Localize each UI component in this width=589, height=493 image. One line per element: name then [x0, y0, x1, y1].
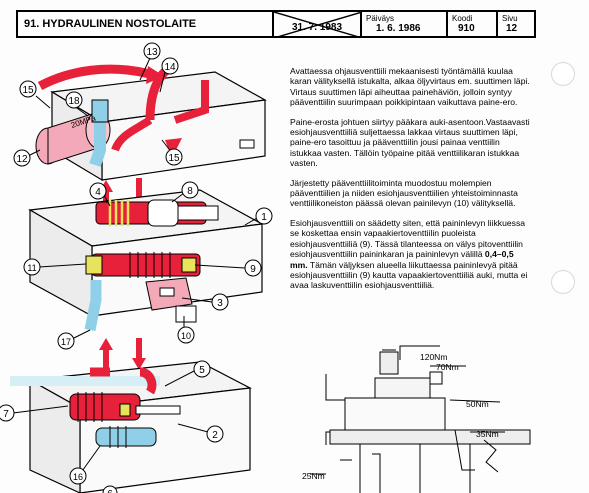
torque-labels: 120Nm 70Nm 50Nm 35Nm 25Nm	[302, 352, 499, 481]
date-value: 1. 6. 1986	[376, 22, 421, 34]
top-block	[35, 61, 267, 182]
code-cell: Koodi 910	[448, 12, 498, 36]
callout-6: 6	[102, 485, 118, 493]
torque-70: 70Nm	[436, 362, 459, 372]
torque-50: 50Nm	[466, 399, 489, 409]
svg-text:17: 17	[61, 337, 71, 347]
paragraph: Järjestetty pääventtiilitoiminta muodost…	[290, 177, 518, 209]
callout-7: 7	[0, 404, 15, 422]
torque-120: 120Nm	[420, 352, 447, 362]
svg-text:15: 15	[22, 85, 34, 96]
svg-text:3: 3	[217, 298, 223, 309]
callout-18: 18	[65, 91, 83, 109]
middle-block	[28, 189, 264, 332]
callout-13: 13	[143, 42, 161, 60]
callout-11: 11	[23, 258, 41, 276]
svg-text:7: 7	[3, 409, 9, 420]
description-text: Avattaessa ohjausventtiili mekaanisesti …	[290, 66, 530, 300]
callout-4: 4	[89, 182, 107, 200]
svg-text:4: 4	[95, 187, 101, 198]
torque-drawing	[310, 345, 531, 493]
struck-date: 31. 7. 1983	[291, 22, 343, 33]
callout-17: 17	[57, 332, 75, 350]
callouts	[12, 57, 258, 475]
callout-2: 2	[206, 425, 224, 443]
page-label: Sivu	[502, 13, 518, 23]
svg-text:16: 16	[73, 472, 83, 482]
svg-text:2: 2	[212, 430, 218, 441]
callout-5: 5	[193, 360, 211, 378]
page-cell: Sivu 12	[498, 12, 534, 36]
callout-16: 16	[69, 467, 87, 485]
lower-spool	[85, 252, 201, 278]
struck-date-cell: 31. 7. 1983	[274, 12, 362, 36]
svg-text:14: 14	[164, 62, 176, 73]
code-label: Koodi	[452, 13, 473, 23]
callout-15-bottom: 15	[165, 148, 183, 166]
upper-spool	[95, 199, 219, 227]
svg-text:13: 13	[146, 47, 158, 58]
date-cell: Päiväys 1. 6. 1986	[362, 12, 448, 36]
svg-text:18: 18	[68, 96, 80, 107]
paragraph: Avattaessa ohjausventtiili mekaanisesti …	[290, 66, 530, 108]
svg-text:12: 12	[16, 154, 28, 165]
svg-text:9: 9	[250, 264, 256, 275]
svg-text:1: 1	[261, 212, 267, 223]
svg-text:5: 5	[199, 365, 205, 376]
callout-10: 10	[177, 326, 195, 344]
torque-35: 35Nm	[476, 429, 499, 439]
paragraph: Esiohjausventtiili on säädetty siten, et…	[290, 217, 528, 291]
page-value: 12	[506, 22, 518, 34]
svg-text:11: 11	[27, 263, 36, 273]
callout-15-top: 15	[19, 80, 37, 98]
date-label: Päiväys	[366, 13, 395, 23]
binder-hole	[551, 62, 575, 86]
callout-8: 8	[181, 181, 199, 199]
callout-14: 14	[161, 57, 179, 75]
callout-1: 1	[255, 207, 273, 225]
section-title: 91. HYDRAULINEN NOSTOLAITE	[18, 12, 274, 36]
torque-25: 25Nm	[302, 471, 325, 481]
svg-text:8: 8	[187, 186, 193, 197]
svg-text:15: 15	[168, 153, 180, 164]
callout-9: 9	[244, 259, 262, 277]
svg-text:10: 10	[181, 331, 191, 341]
callout-badges: 13 14 15 18 12 15 4 8 1 11 9 3 10 17 5 2…	[0, 42, 273, 493]
lower-valve	[69, 392, 181, 422]
binder-hole	[551, 270, 575, 294]
strike-lines	[274, 12, 360, 36]
callout-12: 12	[13, 149, 31, 167]
code-value: 910	[458, 22, 475, 34]
paragraph: Paine-erosta johtuen siirtyy pääkara auk…	[290, 116, 530, 169]
lower-blue-spool	[95, 426, 157, 448]
actuator-plate	[145, 277, 193, 311]
svg-text:6: 6	[107, 489, 113, 493]
callout-3: 3	[211, 293, 229, 311]
page-header: 91. HYDRAULINEN NOSTOLAITE 31. 7. 1983 P…	[16, 10, 536, 38]
